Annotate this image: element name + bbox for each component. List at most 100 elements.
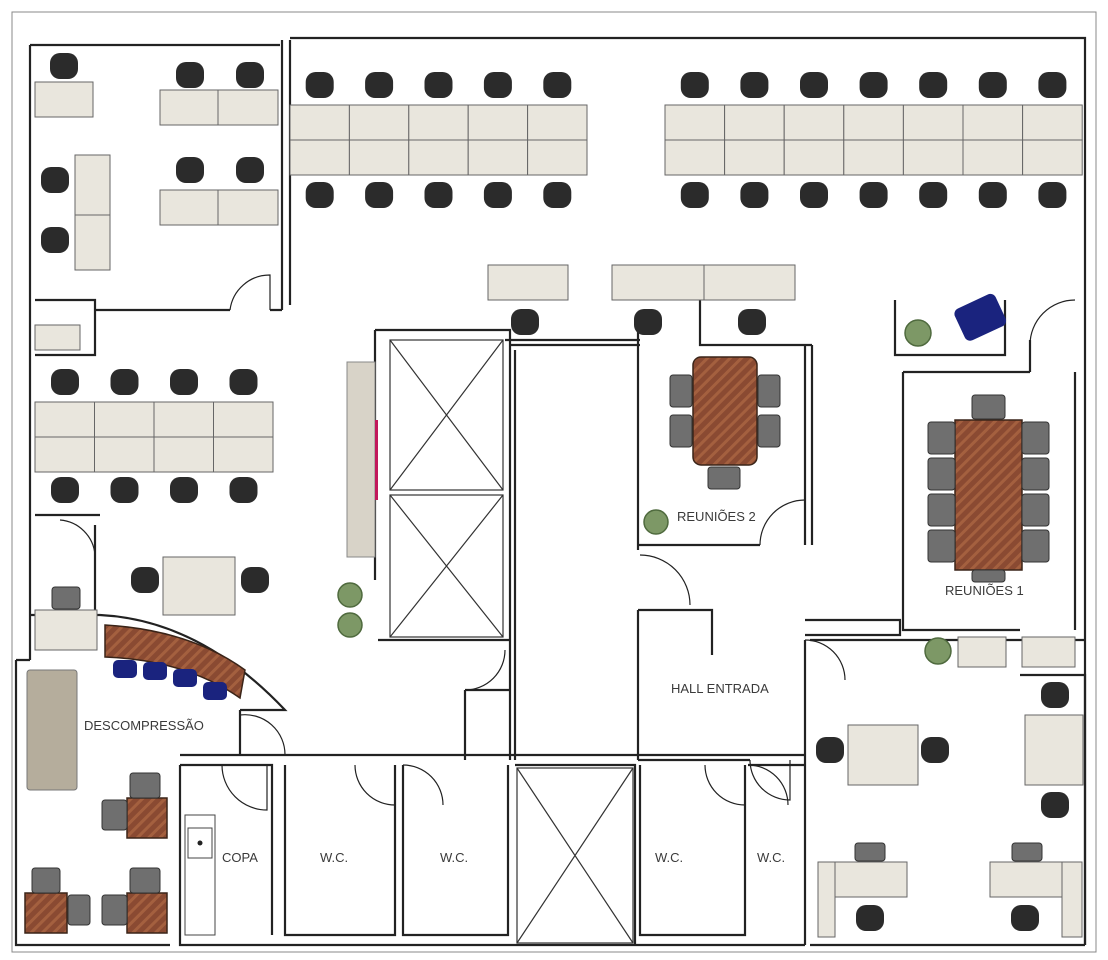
office-chair [680,182,709,208]
office-chair [50,53,78,79]
desk [664,104,726,141]
office-chair [131,567,159,593]
office-chair [738,309,766,335]
meeting-chair [669,414,693,448]
room-label-wc: W.C. [440,850,468,865]
office-chair [1038,182,1067,208]
desk [34,401,95,438]
elevator-shafts [389,339,634,944]
desk [783,104,845,141]
meeting-chair [669,374,693,408]
office-chair [365,72,394,98]
sink-drain [197,840,203,846]
sofa [26,669,78,791]
room-label-entrance-hall: HALL ENTRADA [671,681,769,696]
office-chair [634,309,662,335]
desk [724,139,785,176]
desk [724,104,785,141]
desk [1024,714,1084,786]
office-chair [483,182,512,208]
desk [962,104,1024,141]
meeting-chair [1021,493,1050,527]
bar-stool [173,669,197,687]
office-chair [424,182,453,208]
desk [1021,636,1076,668]
office-chair [511,309,539,335]
office-chair [236,157,264,183]
room-label-wc: W.C. [757,850,785,865]
furniture [24,53,1084,938]
office-chair [543,182,572,208]
office-chair [740,72,769,98]
meeting-chair [101,894,128,926]
meeting-chair [67,894,91,926]
office-chair [229,369,258,395]
desk [527,104,588,141]
side-table [126,797,168,839]
room-label-meeting-2: REUNIÕES 2 [677,509,756,524]
desk [289,139,350,176]
desk [467,139,529,176]
desk [217,89,279,126]
bar-stool [203,682,227,700]
office-chair [305,72,334,98]
meeting-chair [1021,529,1050,563]
office-chair [859,72,888,98]
office-chair [800,72,828,98]
plant [337,612,363,638]
desk [1022,104,1083,141]
meeting-chair [854,842,886,862]
desk [1061,861,1083,938]
office-chair [41,227,69,253]
office-chair [41,167,69,193]
meeting-chair [51,586,81,610]
armchair [954,293,1007,341]
office-chair [1041,682,1069,708]
room-label-wc: W.C. [320,850,348,865]
bar-stool [113,660,137,678]
side-table [126,892,168,934]
desk [847,724,919,786]
office-chair [921,737,949,763]
side-table [24,892,68,934]
office-chair [110,477,139,503]
desk [34,609,98,651]
office-chair [856,905,884,931]
desk [153,436,214,473]
desk [611,264,705,301]
desk [664,139,726,176]
sink-icon [187,827,213,859]
meeting-chair [971,394,1006,420]
desk [817,861,836,938]
meeting-chair [129,772,161,799]
desk [348,139,410,176]
meeting-chair [757,374,781,408]
office-chair [241,567,269,593]
meeting-chair [1011,842,1043,862]
desk [94,401,155,438]
meeting-chair [927,457,956,491]
bar-stool [143,662,167,680]
meeting-chair [101,799,128,831]
plant [904,319,932,347]
meeting-chair [31,867,61,894]
office-chair [740,182,769,208]
office-chair [176,62,204,88]
desk [957,636,1007,668]
office-chair [543,72,572,98]
curved-counter [104,624,246,700]
cabinet [346,361,376,558]
office-chair [236,62,264,88]
office-chair [424,72,453,98]
office-chair [1041,792,1069,818]
desk [289,104,350,141]
desk [74,214,111,271]
desk [962,139,1024,176]
desk [159,189,219,226]
meeting-chair [1021,457,1050,491]
desk [843,104,904,141]
desk [527,139,588,176]
desk [159,89,219,126]
office-chair [170,369,198,395]
desk [703,264,796,301]
